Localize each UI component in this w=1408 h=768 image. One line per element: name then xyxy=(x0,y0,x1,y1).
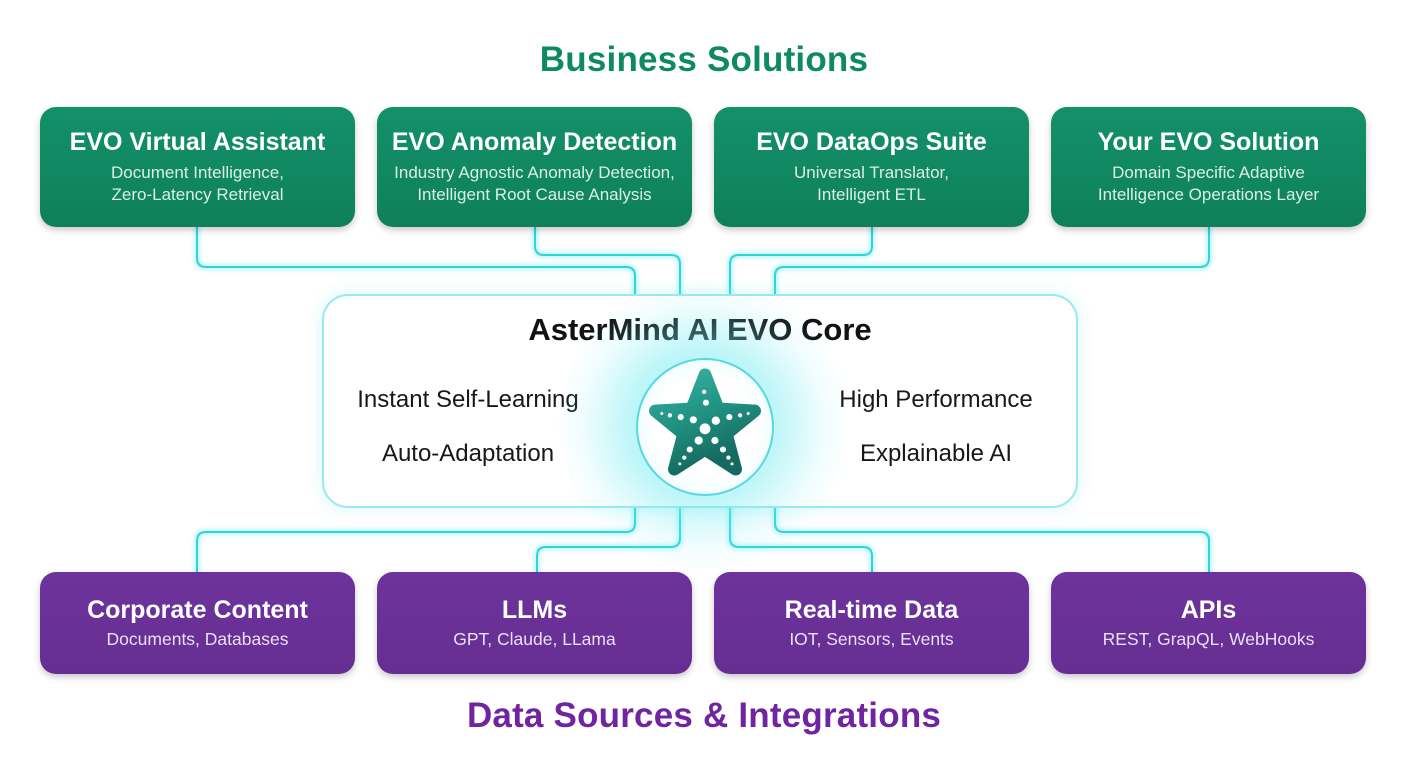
solution-box-evo-virtual-assistant: EVO Virtual Assistant Document Intellige… xyxy=(40,107,355,227)
core-feature-instant-self-learning: Instant Self-Learning xyxy=(357,386,579,413)
subtitle-line-1: Universal Translator, xyxy=(794,162,949,182)
subtitle-line-1: Domain Specific Adaptive xyxy=(1112,162,1305,182)
source-box-apis: APIs REST, GrapQL, WebHooks xyxy=(1051,572,1366,674)
core-feature-high-performance: High Performance xyxy=(839,386,1033,413)
source-box-llms: LLMs GPT, Claude, LLama xyxy=(377,572,692,674)
starfish-icon xyxy=(649,368,761,476)
source-title: APIs xyxy=(1180,596,1237,624)
solution-subtitle: Domain Specific Adaptive Intelligence Op… xyxy=(1098,162,1319,206)
solution-title: EVO Virtual Assistant xyxy=(69,127,326,156)
core-feature-explainable-ai: Explainable AI xyxy=(859,440,1013,467)
source-subtitle: GPT, Claude, LLama xyxy=(453,629,616,649)
source-subtitle: IOT, Sensors, Events xyxy=(789,629,954,649)
business-solutions-heading: Business Solutions xyxy=(539,40,869,79)
solution-subtitle: Industry Agnostic Anomaly Detection, Int… xyxy=(394,162,675,206)
solution-box-evo-anomaly-detection: EVO Anomaly Detection Industry Agnostic … xyxy=(377,107,692,227)
solution-title: EVO Anomaly Detection xyxy=(391,127,678,156)
solution-title: EVO DataOps Suite xyxy=(756,127,987,156)
solution-subtitle: Document Intelligence, Zero-Latency Retr… xyxy=(111,162,284,206)
solution-box-your-evo-solution: Your EVO Solution Domain Specific Adapti… xyxy=(1051,107,1366,227)
subtitle-line-2: Zero-Latency Retrieval xyxy=(111,185,284,204)
subtitle-line-1: Industry Agnostic Anomaly Detection, xyxy=(394,162,675,182)
solution-title: Your EVO Solution xyxy=(1097,127,1320,156)
source-box-corporate-content: Corporate Content Documents, Databases xyxy=(40,572,355,674)
subtitle-line-2: Intelligent ETL xyxy=(817,185,926,204)
subtitle-line-1: Document Intelligence, xyxy=(111,162,284,182)
source-title: Real-time Data xyxy=(784,596,959,624)
source-title: Corporate Content xyxy=(87,596,308,624)
source-title: LLMs xyxy=(501,596,568,624)
solution-box-evo-dataops-suite: EVO DataOps Suite Universal Translator, … xyxy=(714,107,1029,227)
source-box-real-time-data: Real-time Data IOT, Sensors, Events xyxy=(714,572,1029,674)
data-sources-heading: Data Sources & Integrations xyxy=(466,696,942,735)
core-icon-circle xyxy=(636,358,774,496)
source-subtitle: REST, GrapQL, WebHooks xyxy=(1102,629,1315,649)
subtitle-line-2: Intelligence Operations Layer xyxy=(1097,185,1320,204)
core-feature-auto-adaptation: Auto-Adaptation xyxy=(381,440,555,467)
subtitle-line-2: Intelligent Root Cause Analysis xyxy=(417,185,652,204)
source-subtitle: Documents, Databases xyxy=(106,629,289,649)
solution-subtitle: Universal Translator, Intelligent ETL xyxy=(794,162,949,206)
